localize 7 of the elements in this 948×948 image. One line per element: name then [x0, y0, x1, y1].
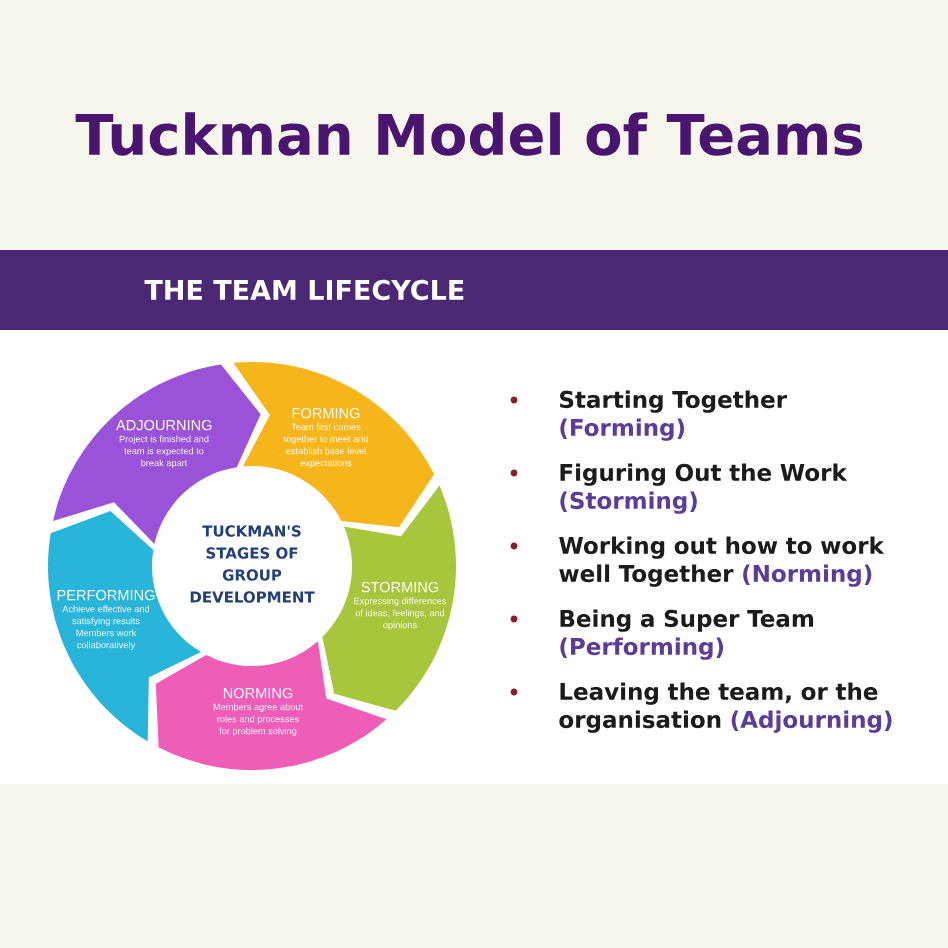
header-band: THE TEAM LIFECYCLE: [0, 250, 948, 330]
list-item: Working out how to work well Together (Norming): [559, 536, 885, 587]
list-item: Being a Super Team (Performing): [560, 609, 814, 660]
list-item: Leaving the team, or the organisation (Adjourning): [559, 682, 892, 733]
list-item: Figuring Out the Work (Storming): [560, 463, 848, 514]
title: Tuckman Model of Teams: [75, 112, 863, 156]
list-item: Starting Together (Forming): [560, 390, 787, 441]
